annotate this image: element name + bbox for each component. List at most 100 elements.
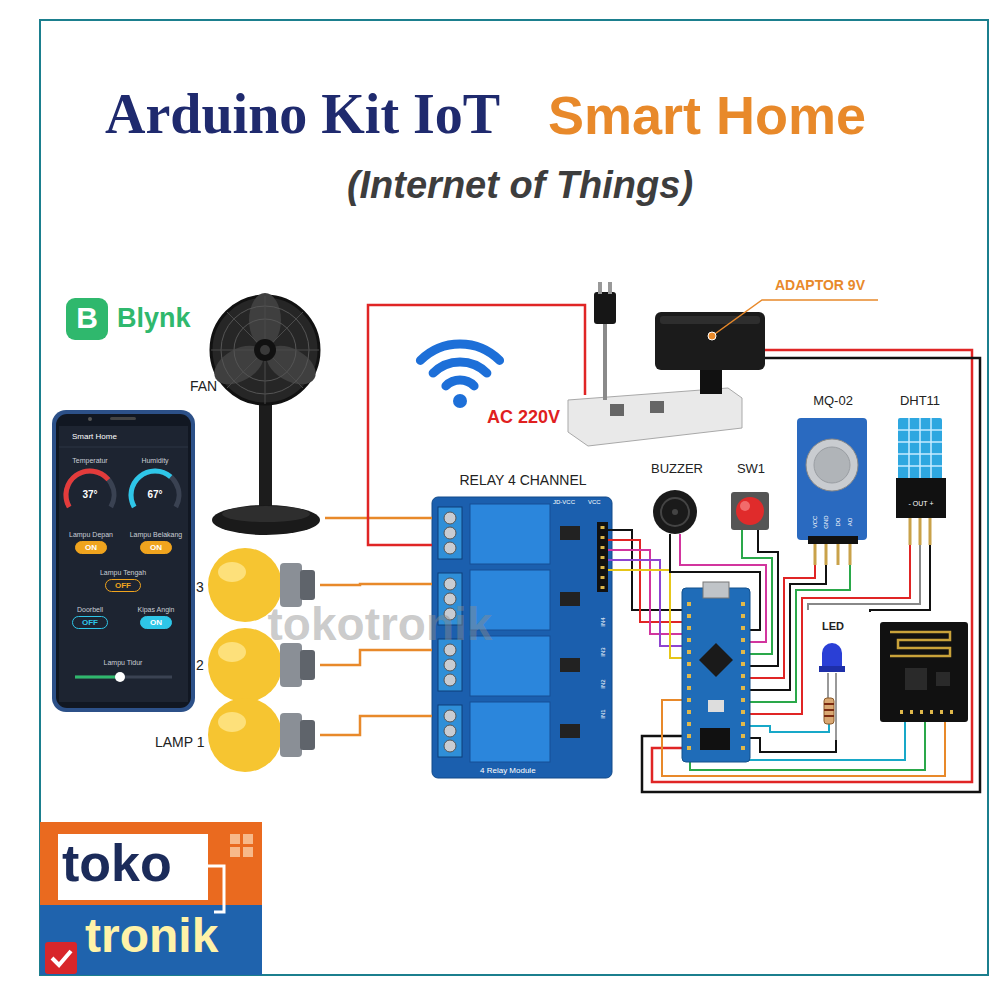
arduino-nano: [682, 588, 750, 762]
fan-figure: [260, 345, 270, 355]
phone-app: Smart HomeLampu DepanONLampu BelakangONL…: [52, 410, 195, 712]
switch-part: SW1: [722, 462, 780, 540]
phone-figure: [56, 414, 191, 708]
signal-wire: [808, 545, 920, 610]
switch-button: Lampu BelakangON: [124, 531, 188, 554]
esp01-module: [880, 622, 968, 722]
power-wire: [642, 358, 980, 792]
relay-board: [444, 512, 456, 524]
switch-button: Lampu DepanON: [59, 531, 123, 554]
arduino-nano: [687, 602, 691, 756]
phone-figure: [66, 471, 114, 507]
gas-sensor: [808, 536, 858, 544]
pin-name: IN3: [600, 647, 606, 656]
buzzer-figure: [672, 509, 678, 515]
power-wire: [652, 350, 972, 782]
wifi-symbol: [420, 344, 499, 408]
subtitle: (Internet of Things): [347, 166, 693, 204]
power-strip: [568, 388, 742, 446]
lamp-figure: [300, 720, 315, 750]
gauge-value: 37°: [82, 489, 97, 501]
logo-word: toko: [62, 834, 172, 894]
adaptor-figure: [660, 316, 760, 324]
logo-panel: [230, 834, 240, 844]
lamp-figure: [300, 570, 315, 600]
lamp-figure: [280, 713, 302, 757]
adaptor-figure: [655, 312, 765, 370]
relay-board: [444, 740, 456, 752]
callout-number: 3: [196, 579, 204, 595]
adaptor-part: ADAPTOR 9V: [650, 276, 882, 374]
led-figure: [822, 643, 842, 668]
logo-panel: [208, 866, 224, 912]
relay-board: [560, 658, 580, 672]
phone-figure: [131, 471, 179, 507]
wifi-symbol: [420, 344, 499, 360]
signal-wire: [690, 722, 925, 770]
relay-board: [444, 725, 456, 737]
power-strip: [608, 282, 612, 294]
logo-panel: [243, 847, 253, 857]
voltage-label: AC 220V: [487, 407, 560, 428]
power-strip: [598, 282, 602, 294]
relay-board: [597, 522, 608, 592]
part-name: RELAY 4 CHANNEL: [432, 472, 614, 488]
fan-figure: [212, 505, 320, 535]
push-button: [731, 492, 769, 530]
gas-sensor: [806, 439, 858, 491]
relay-board: [560, 724, 580, 738]
push-button: [731, 492, 769, 530]
push-button: [740, 501, 750, 511]
led-figure: [824, 698, 834, 724]
relay-board: [444, 710, 456, 722]
wifi-symbol: [446, 380, 474, 386]
logo-word: tronik: [85, 908, 218, 963]
switch-heading: Lampu Depan: [69, 531, 113, 539]
signal-wire: [750, 738, 836, 752]
phone-figure: [88, 417, 92, 421]
lamp-figure: [300, 650, 315, 680]
gauge-value: 67°: [147, 489, 162, 501]
logo-panel: [40, 905, 262, 975]
relay-board: [560, 592, 580, 606]
switch-button: Lampu TengahOFF: [91, 569, 155, 592]
frame: [40, 20, 988, 975]
relay-board: [438, 705, 462, 757]
dht-sensor: [898, 418, 942, 480]
buzzer-figure: [661, 498, 689, 526]
phone-figure: [131, 471, 171, 507]
part-name: LED: [810, 620, 856, 633]
arduino-nano: [682, 582, 750, 762]
led-figure: [824, 704, 834, 716]
signal-wire: [870, 545, 930, 612]
gas-sensor: [797, 418, 867, 565]
led-figure: [819, 666, 845, 672]
pin-name: IN4: [600, 617, 606, 626]
blynk-icon: [66, 298, 108, 340]
pin-name: AO: [847, 518, 853, 527]
buzzer-figure: [653, 490, 697, 534]
phone-figure: [66, 471, 108, 507]
slider-title: Lampu Tidur: [104, 659, 143, 667]
power-strip: [650, 401, 664, 413]
wire-connector: [325, 517, 432, 520]
esp01-module: [936, 672, 950, 686]
switch-button: Kipas AnginON: [124, 606, 188, 629]
dht-sensor: [910, 518, 930, 545]
push-button: [736, 497, 764, 525]
arduino-nano: [741, 602, 745, 756]
switch-heading: Kipas Angin: [138, 606, 175, 614]
logo-panel: [45, 942, 77, 974]
part-name: DHT11: [888, 394, 952, 409]
lamp-figure: [218, 712, 246, 732]
phone-figure: [115, 672, 125, 682]
callout-number: 2: [196, 657, 204, 673]
pin-name: VCC: [812, 516, 818, 529]
logo-box: toko tronik: [40, 822, 262, 975]
fan-figure: [211, 296, 319, 404]
gauge-title: Temperatur: [72, 457, 107, 465]
phone-figure: [75, 676, 120, 679]
phone-figure: [59, 426, 188, 702]
signal-wire: [750, 565, 815, 678]
